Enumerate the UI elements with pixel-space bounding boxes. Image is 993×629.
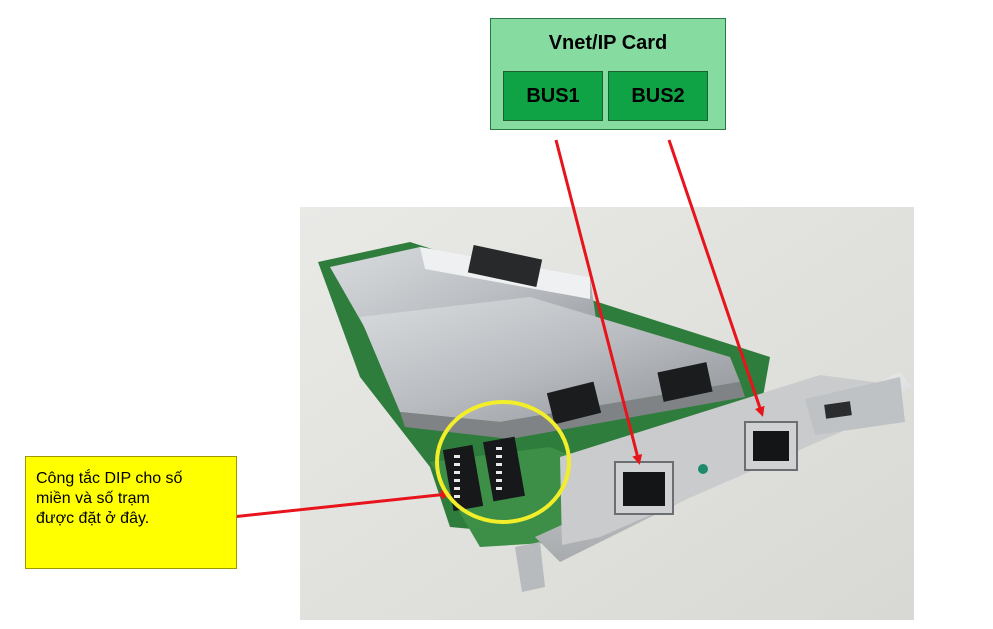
vnet-ip-card-photo [300, 207, 914, 620]
note-line-1: Công tắc DIP cho số [36, 470, 183, 487]
bus1-label: BUS1 [503, 71, 603, 121]
note-line-2: miền và số trạm [36, 490, 150, 507]
note-line-3: được đặt ở đây. [36, 510, 150, 527]
vnet-ip-card-label-box: Vnet/IP Card BUS1 BUS2 [490, 18, 726, 130]
bus2-label: BUS2 [608, 71, 708, 121]
card-title: Vnet/IP Card [548, 32, 668, 54]
dip-switch-note: Công tắc DIP cho số miền và số trạm được… [25, 456, 237, 569]
